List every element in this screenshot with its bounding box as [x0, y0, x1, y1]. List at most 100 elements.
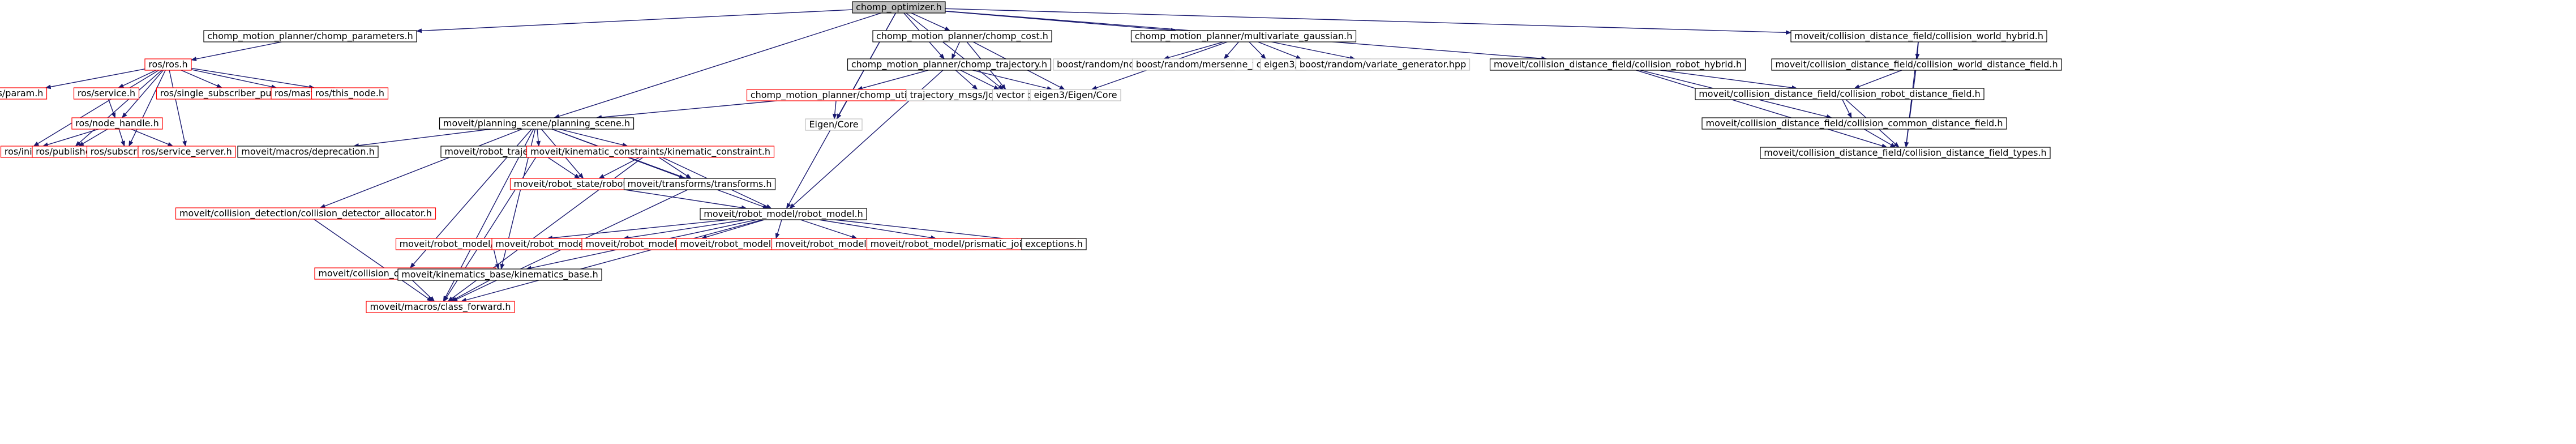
node-label: ros/node_handle.h — [75, 118, 158, 129]
node-params[interactable]: chomp_motion_planner/chomp_parameters.h — [203, 30, 417, 42]
node-pscene[interactable]: moveit/planning_scene/planning_scene.h — [439, 117, 635, 130]
node-box — [71, 117, 163, 130]
node-label: moveit/collision_detection/collision_det… — [179, 208, 432, 219]
node-transforms[interactable]: moveit/transforms/transforms.h — [623, 178, 776, 190]
node-cdalloc[interactable]: moveit/collision_detection/collision_det… — [175, 207, 436, 220]
node-label: moveit/collision_distance_field/collisio… — [1794, 31, 2043, 42]
edge-rmodel-to-prjm — [818, 219, 937, 240]
node-label: ros/param.h — [0, 88, 43, 99]
node-label: chomp_motion_planner/multivariate_gaussi… — [1135, 31, 1353, 42]
node-cdfcdf[interactable]: moveit/collision_distance_field/collisio… — [1701, 117, 2007, 130]
node-nodehandle[interactable]: ros/node_handle.h — [71, 117, 163, 130]
node-label: moveit/transforms/transforms.h — [628, 178, 772, 189]
edge-root-to-cost — [911, 12, 950, 31]
node-box — [992, 89, 1029, 101]
node-kincon[interactable]: moveit/kinematic_constraints/kinematic_c… — [526, 146, 775, 158]
node-label: ros/service.h — [78, 88, 135, 99]
edge-utils-to-pscene — [596, 100, 777, 120]
edge-kincon-to-transforms — [658, 157, 692, 179]
edge-nodehandle-to-subscriber — [118, 129, 125, 147]
node-cdfrdf[interactable]: moveit/collision_distance_field/collisio… — [1695, 88, 1984, 100]
node-box — [1021, 238, 1087, 250]
edge-nodehandle-to-publisher — [78, 129, 108, 147]
node-label: moveit/kinematic_constraints/kinematic_c… — [530, 146, 770, 157]
node-box — [1771, 58, 2062, 71]
node-box — [1760, 147, 2051, 159]
node-label: moveit/collision_distance_field/collisio… — [1775, 59, 2058, 70]
node-label: moveit/collision_distance_field/collisio… — [1764, 147, 2046, 159]
node-label: moveit/planning_scene/planning_scene.h — [443, 118, 630, 129]
node-gauss[interactable]: chomp_motion_planner/multivariate_gaussi… — [1130, 30, 1357, 42]
edge-ros-to-subscriber — [128, 70, 166, 147]
node-box — [0, 87, 48, 100]
edge-root-to-cdfwh — [945, 8, 1791, 35]
node-box — [700, 208, 867, 220]
node-utils[interactable]: chomp_motion_planner/chomp_utils.h — [746, 89, 927, 101]
node-kinbase[interactable]: moveit/kinematics_base/kinematics_base.h — [397, 268, 602, 281]
edge-pscene-to-deprec — [353, 129, 491, 148]
node-root[interactable]: chomp_optimizer.h — [852, 1, 946, 14]
node-rmodel[interactable]: moveit/robot_model/robot_model.h — [700, 208, 867, 220]
node-label: ros/service_server.h — [142, 146, 232, 157]
edge-rmodel-to-jmg — [546, 219, 729, 241]
node-box — [1701, 117, 2007, 130]
edge-rmodel-to-pjm — [775, 219, 782, 239]
node-box — [1790, 30, 2047, 42]
node-cdfrh[interactable]: moveit/collision_distance_field/collisio… — [1489, 58, 1746, 71]
node-param[interactable]: ros/param.h — [0, 87, 48, 100]
file-nodes: chomp_optimizer.h chomp_motion_planner/ch… — [0, 1, 2062, 313]
node-box — [805, 118, 863, 131]
edge-gauss-to-cstdlib — [1249, 41, 1266, 59]
node-label: ros/this_node.h — [315, 88, 384, 99]
edge-cdfwdf-to-cdftypes — [1904, 70, 1917, 148]
node-cdfwh[interactable]: moveit/collision_distance_field/collisio… — [1790, 30, 2047, 42]
node-box — [847, 58, 1052, 71]
edge-gauss-to-mersenne — [1223, 41, 1239, 59]
node-box — [852, 1, 946, 14]
node-eigencore2: eigen3/Eigen/Core — [1030, 89, 1121, 101]
node-service[interactable]: ros/service.h — [73, 87, 140, 100]
node-thisnode[interactable]: ros/this_node.h — [311, 87, 389, 100]
node-box — [1695, 88, 1984, 100]
node-classfwd[interactable]: moveit/macros/class_forward.h — [366, 301, 515, 313]
node-label: moveit/collision_distance_field/collisio… — [1494, 59, 1742, 70]
node-label: chomp_motion_planner/chomp_utils.h — [751, 89, 923, 101]
edge-service-to-nodehandle — [108, 99, 116, 118]
node-label: chomp_motion_planner/chomp_cost.h — [876, 31, 1048, 42]
node-eigencore1: Eigen/Core — [805, 118, 863, 131]
node-label: boost/random/variate_generator.hpp — [1300, 59, 1466, 70]
node-box — [144, 58, 192, 71]
edge-ros-to-master — [191, 69, 277, 89]
node-label: moveit/kinematics_base/kinematics_base.h — [401, 269, 598, 280]
edge-cdfrh-to-cdfrdf — [1660, 70, 1798, 90]
edge-cdfwdf-to-cdfrdf — [1854, 70, 1902, 89]
node-cdfwdf[interactable]: moveit/collision_distance_field/collisio… — [1771, 58, 2062, 71]
edge-gauss-to-normaldist — [1163, 41, 1224, 60]
edge-cdalloc-to-classfwd — [314, 219, 433, 302]
node-deprec[interactable]: moveit/macros/deprecation.h — [237, 146, 379, 158]
edge-rmodel-to-fjm — [623, 219, 747, 240]
edge-rtraj-to-rstate — [547, 157, 580, 179]
node-servicesrv[interactable]: ros/service_server.h — [138, 146, 236, 158]
edge-traj-to-vector — [960, 70, 1000, 90]
edge-kinbase-to-classfwd — [450, 280, 490, 302]
edge-ros-to-param — [45, 69, 145, 89]
edge-traj-to-eigencore2 — [972, 70, 1053, 91]
node-label: chomp_motion_planner/chomp_trajectory.h — [851, 59, 1047, 70]
edge-kincon-to-rstate — [598, 157, 640, 179]
node-cost[interactable]: chomp_motion_planner/chomp_cost.h — [872, 30, 1052, 42]
node-cdftypes[interactable]: moveit/collision_distance_field/collisio… — [1760, 147, 2051, 159]
node-box — [311, 87, 389, 100]
edge-rmodel-to-rjm — [800, 219, 858, 239]
edge-traj-to-jointtraj — [955, 70, 978, 90]
node-traj[interactable]: chomp_motion_planner/chomp_trajectory.h — [847, 58, 1052, 71]
edge-ros-to-servicesrv — [169, 70, 187, 147]
edge-nodehandle-to-init — [42, 129, 99, 147]
node-ros[interactable]: ros/ros.h — [144, 58, 192, 71]
edge-pscene-to-rmodel — [552, 129, 769, 209]
edge-root-to-rmodel — [786, 12, 897, 209]
node-label: chomp_optimizer.h — [856, 2, 942, 13]
node-exceptions[interactable]: exceptions.h — [1021, 238, 1087, 250]
edge-cdfrdf-to-cdfcdf — [1842, 99, 1852, 118]
